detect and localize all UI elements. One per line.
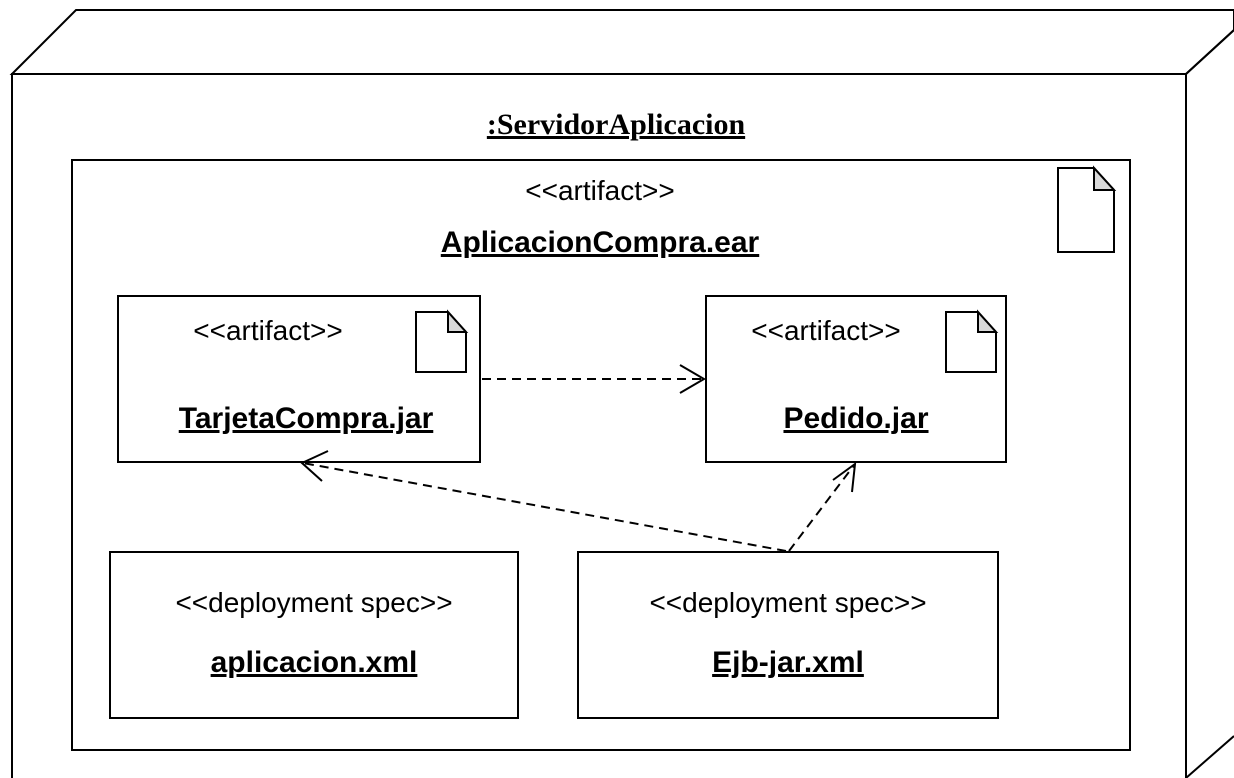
dependency-tarjeta-to-pedido[interactable] bbox=[482, 364, 706, 394]
node-bottom-right-edge bbox=[1185, 735, 1234, 778]
ear-stereotype: <<artifact>> bbox=[525, 175, 674, 206]
dependency-ejb-to-tarjeta[interactable] bbox=[300, 450, 787, 552]
document-icon bbox=[415, 309, 469, 373]
pedido-stereotype: <<artifact>> bbox=[751, 315, 900, 346]
tarjeta-name: TarjetaCompra.jar bbox=[179, 402, 434, 435]
aplicacion-spec-name: aplicacion.xml bbox=[211, 646, 418, 679]
deployment-spec-ejb-jar-xml[interactable]: <<deployment spec>> Ejb-jar.xml bbox=[577, 551, 999, 719]
ejb-spec-name: Ejb-jar.xml bbox=[712, 646, 864, 679]
node-title: :ServidorAplicacion bbox=[487, 108, 746, 141]
aplicacion-spec-stereotype: <<deployment spec>> bbox=[175, 587, 452, 618]
ear-name: AplicacionCompra.ear bbox=[441, 226, 760, 259]
artifact-tarjeta-compra-jar[interactable]: <<artifact>> TarjetaCompra.jar bbox=[117, 295, 481, 463]
open-arrowhead bbox=[300, 450, 329, 482]
document-icon bbox=[945, 309, 999, 373]
node-top-face bbox=[9, 9, 1234, 75]
dependency-line bbox=[302, 462, 787, 552]
deployment-spec-aplicacion-xml[interactable]: <<deployment spec>> aplicacion.xml bbox=[109, 551, 519, 719]
pedido-name: Pedido.jar bbox=[783, 402, 928, 435]
aplicacion-spec-box bbox=[109, 551, 519, 719]
open-arrowhead bbox=[832, 461, 857, 493]
ejb-spec-box bbox=[577, 551, 999, 719]
document-icon bbox=[1057, 165, 1117, 253]
tarjeta-stereotype: <<artifact>> bbox=[193, 315, 342, 346]
dependency-ejb-to-pedido[interactable] bbox=[788, 461, 857, 552]
ejb-spec-stereotype: <<deployment spec>> bbox=[649, 587, 926, 618]
artifact-pedido-jar[interactable]: <<artifact>> Pedido.jar bbox=[705, 295, 1007, 463]
node-right-edge bbox=[1185, 29, 1234, 75]
open-arrowhead bbox=[679, 364, 706, 394]
dependency-line bbox=[788, 463, 856, 552]
